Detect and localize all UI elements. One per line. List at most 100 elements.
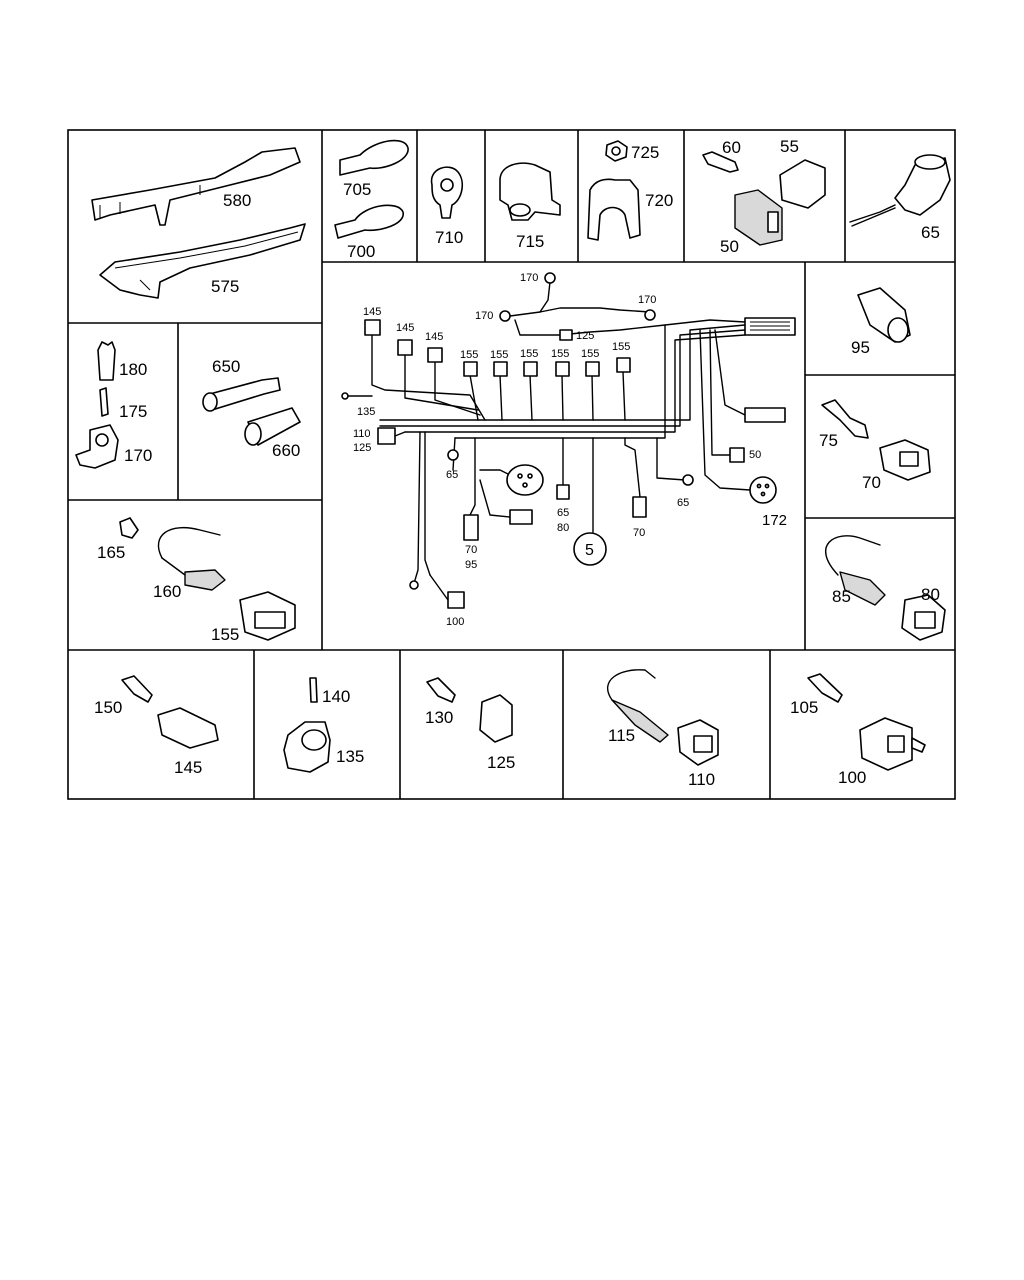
harness-label-155-6: 155 — [612, 341, 630, 353]
cell-cable-ties: 705 700 — [334, 139, 409, 261]
bracket-720-shape — [587, 178, 641, 241]
harness-label-100: 100 — [446, 616, 464, 628]
cell-parts-130-125: 130 125 — [425, 677, 515, 772]
callout-95: 95 — [851, 338, 870, 357]
harness-label-65-2: 65 — [557, 507, 569, 519]
callout-85: 85 — [832, 587, 851, 606]
housing-145-shape — [157, 707, 219, 749]
cell-parts-105-100: 105 100 — [790, 673, 926, 787]
cable-160-connector — [184, 569, 226, 591]
callout-725: 725 — [631, 143, 659, 162]
cell-parts-75-70: 75 70 — [819, 399, 931, 492]
cell-parts-150-145: 150 145 — [94, 675, 219, 777]
pin-60-shape — [702, 151, 739, 173]
harness-label-145-3: 145 — [425, 331, 443, 343]
cell-clip-710: 710 — [430, 166, 464, 247]
harness-label-110: 110 — [353, 428, 371, 440]
callout-575: 575 — [211, 277, 239, 296]
callout-170: 170 — [124, 446, 152, 465]
callout-125: 125 — [487, 753, 515, 772]
pin-105-shape — [807, 673, 843, 703]
harness-label-125-left: 125 — [353, 442, 371, 454]
cable-115-connector — [611, 699, 669, 743]
callout-110: 110 — [688, 770, 715, 789]
callout-55: 55 — [780, 137, 799, 156]
callout-135: 135 — [336, 747, 364, 766]
cell-connectors-60-55-50: 60 55 50 — [702, 137, 826, 256]
harness-label-155-1: 155 — [460, 349, 478, 361]
harness-label-170-right: 170 — [638, 294, 656, 306]
cell-parts-165-160-155: 165 160 155 — [97, 517, 296, 644]
pin-175-shape — [99, 387, 109, 417]
harness-label-65-3: 65 — [677, 497, 689, 509]
harness-label-5: 5 — [585, 542, 594, 559]
clip-710-shape — [430, 166, 464, 219]
harness-callout-circle — [573, 532, 607, 566]
grid-lines — [67, 129, 956, 800]
cell-parts-115-110: 115 110 — [606, 669, 719, 789]
callout-70: 70 — [862, 473, 881, 492]
housing-55-shape — [779, 159, 826, 209]
callout-720: 720 — [645, 191, 673, 210]
cable-85-connector — [839, 571, 886, 606]
harness-label-172: 172 — [762, 512, 787, 529]
cell-parts-650-660: 650 660 — [202, 357, 301, 460]
pin-130-shape — [426, 677, 456, 703]
harness-label-80: 80 — [557, 522, 569, 534]
harness-label-125-top: 125 — [576, 330, 594, 342]
callout-145: 145 — [174, 758, 202, 777]
callout-100: 100 — [838, 768, 866, 787]
callout-50: 50 — [720, 237, 739, 256]
callout-660: 660 — [272, 441, 300, 460]
harness-label-145-1: 145 — [363, 306, 381, 318]
harness-label-95: 95 — [465, 559, 477, 571]
callout-155: 155 — [211, 625, 239, 644]
callout-65: 65 — [921, 223, 940, 242]
callout-140: 140 — [322, 687, 350, 706]
cell-parts-140-135: 140 135 — [283, 677, 364, 773]
harness-label-50: 50 — [749, 449, 761, 461]
clip-180-shape — [97, 341, 116, 381]
callout-700: 700 — [347, 242, 375, 261]
pin-150-shape — [121, 675, 153, 703]
callout-580: 580 — [223, 191, 251, 210]
callout-650: 650 — [212, 357, 240, 376]
harness-label-155-3: 155 — [520, 348, 538, 360]
housing-125-shape — [479, 694, 513, 743]
callout-705: 705 — [343, 180, 371, 199]
housing-100-shape — [859, 717, 913, 771]
callout-115: 115 — [608, 726, 635, 745]
cell-parts-85-80: 85 80 — [824, 535, 946, 641]
cell-parts-180-175-170: 180 175 170 — [75, 341, 152, 469]
callout-60: 60 — [722, 138, 741, 157]
harness-socket-172 — [749, 476, 777, 504]
harness-label-70-1: 70 — [465, 544, 477, 556]
cable-tie-705-shape — [339, 139, 409, 176]
harness-label-65-1: 65 — [446, 469, 458, 481]
harness-label-155-5: 155 — [581, 348, 599, 360]
harness-round-plug — [506, 464, 544, 496]
pin-140-shape — [309, 677, 318, 703]
callout-130: 130 — [425, 708, 453, 727]
cell-part-95: 95 — [851, 287, 911, 357]
cell-nut-bracket: 725 720 — [587, 140, 673, 241]
harness-label-155-4: 155 — [551, 348, 569, 360]
callout-165: 165 — [97, 543, 125, 562]
callout-80: 80 — [921, 585, 940, 604]
sensor-65-shape — [894, 157, 951, 216]
callout-150: 150 — [94, 698, 122, 717]
cell-sensor-65: 65 — [849, 154, 951, 242]
harness-label-70-2: 70 — [633, 527, 645, 539]
bracket-580-shape — [91, 147, 301, 226]
seal-165-shape — [119, 517, 139, 539]
harness-label-170-top: 170 — [520, 272, 538, 284]
cable-tie-700-shape — [334, 204, 404, 239]
callout-180: 180 — [119, 360, 147, 379]
connector-170-shape — [75, 424, 119, 469]
bracket-575-shape — [99, 223, 306, 299]
cell-clip-715: 715 — [499, 162, 561, 251]
harness-label-155-2: 155 — [490, 349, 508, 361]
callout-710: 710 — [435, 228, 463, 247]
harness-label-170-left: 170 — [475, 310, 493, 322]
